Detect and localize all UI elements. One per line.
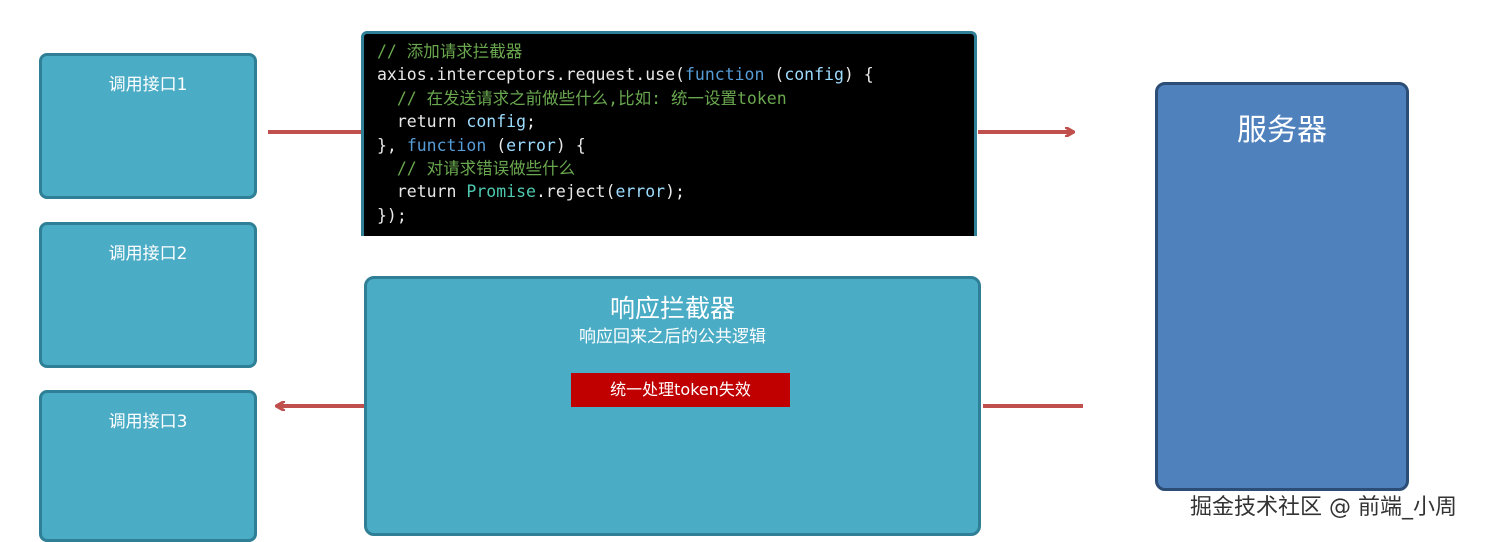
code-token [377, 159, 397, 178]
code-token: function [684, 65, 765, 85]
code-token: error [615, 182, 666, 202]
code-token: }); [377, 205, 407, 225]
code-line: }, function (error) { [377, 134, 974, 157]
code-token: // 添加请求拦截器 [377, 42, 523, 61]
code-line: }); [377, 204, 974, 227]
code-token: // 对请求错误做些什么 [396, 158, 576, 178]
api-call-label-3: 调用接口3 [108, 412, 188, 432]
code-token: return [377, 182, 467, 202]
api-call-label-1: 调用接口1 [108, 75, 188, 95]
code-token: ) { [555, 135, 586, 155]
code-token: ( [764, 65, 785, 85]
code-token: ) { [843, 65, 874, 85]
code-token: function [406, 135, 487, 155]
code-token [377, 89, 397, 108]
code-line: return Promise.reject(error); [377, 180, 974, 203]
code-line: return config; [377, 110, 974, 133]
api-call-box-2: 调用接口2 [39, 222, 257, 368]
code-token: axios.interceptors.request.use( [377, 65, 685, 85]
token-expired-handler-box: 统一处理token失效 [571, 373, 790, 407]
code-token: error [506, 135, 556, 155]
api-call-box-1: 调用接口1 [39, 53, 257, 199]
code-token: ; [526, 112, 536, 132]
code-line: // 在发送请求之前做些什么,比如: 统一设置token [377, 87, 974, 110]
code-token: config [784, 65, 844, 85]
api-call-box-3: 调用接口3 [39, 390, 257, 542]
code-token: config [466, 112, 527, 132]
code-token: ( [486, 135, 507, 155]
api-call-label-2: 调用接口2 [108, 244, 188, 264]
response-interceptor-title: 响应拦截器 [609, 294, 735, 323]
code-line: // 添加请求拦截器 [377, 40, 974, 63]
watermark: 掘金技术社区 @ 前端_小周 [1190, 495, 1457, 520]
response-interceptor-subtitle: 响应回来之后的公共逻辑 [579, 327, 766, 347]
response-interceptor-box: 响应拦截器 响应回来之后的公共逻辑 统一处理token失效 [364, 276, 981, 536]
code-token: // 在发送请求之前做些什么,比如: 统一设置token [396, 88, 787, 108]
code-token: .reject( [535, 182, 616, 202]
code-token: Promise [466, 182, 536, 202]
code-token: ); [665, 182, 685, 202]
server-box: 服务器 [1155, 82, 1409, 491]
server-title: 服务器 [1237, 113, 1327, 148]
code-token: return [377, 112, 467, 132]
code-line: axios.interceptors.request.use(function … [377, 63, 974, 86]
code-line: // 对请求错误做些什么 [377, 157, 974, 180]
request-interceptor-code-block: // 添加请求拦截器 axios.interceptors.request.use… [361, 31, 977, 236]
code-token: }, [377, 135, 407, 155]
